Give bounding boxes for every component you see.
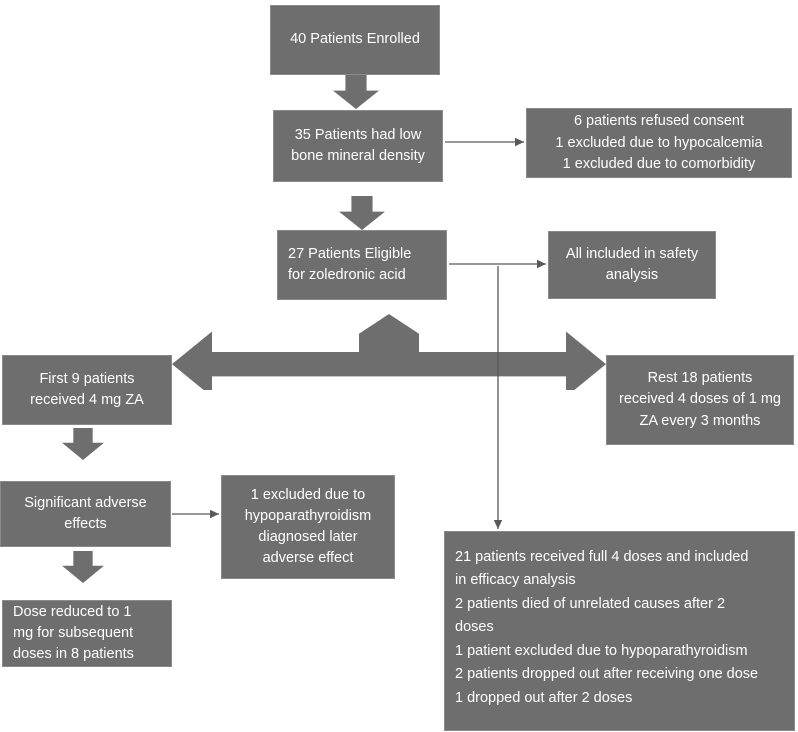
- connector-adverse-to-hypopara: [164, 506, 227, 523]
- arrow-enrolled-to-lowbmd-icon: [333, 75, 379, 109]
- arrow-adverse-to-dose-icon: [62, 551, 104, 583]
- node-safety-analysis: All included in safety analysis: [548, 231, 716, 299]
- connector-eligible-to-efficacy: [490, 258, 507, 537]
- connector-lowbmd-to-excluded: [437, 134, 532, 151]
- node-rest-18: Rest 18 patients received 4 doses of 1 m…: [606, 355, 794, 445]
- node-hypoparathyroidism: 1 excluded due to hypoparathyroidism dia…: [221, 475, 395, 579]
- node-adverse-effects: Significant adverse effects: [0, 481, 171, 547]
- node-low-bmd: 35 Patients had low bone mineral density: [273, 110, 443, 182]
- node-first-9: First 9 patients received 4 mg ZA: [2, 355, 172, 425]
- arrow-first9-to-adverse-icon: [62, 428, 104, 460]
- node-efficacy-outcomes: 21 patients received full 4 doses and in…: [444, 531, 795, 731]
- arrow-split-three-way-icon: [172, 314, 606, 390]
- node-enrolled: 40 Patients Enrolled: [270, 5, 440, 75]
- node-eligible: 27 Patients Eligible for zoledronic acid: [277, 230, 447, 300]
- arrow-lowbmd-to-eligible-icon: [339, 196, 385, 230]
- node-dose-reduced: Dose reduced to 1 mg for subsequent dose…: [2, 600, 172, 667]
- node-refused-excluded: 6 patients refused consent 1 excluded du…: [526, 108, 792, 178]
- connector-eligible-to-safety: [441, 256, 554, 273]
